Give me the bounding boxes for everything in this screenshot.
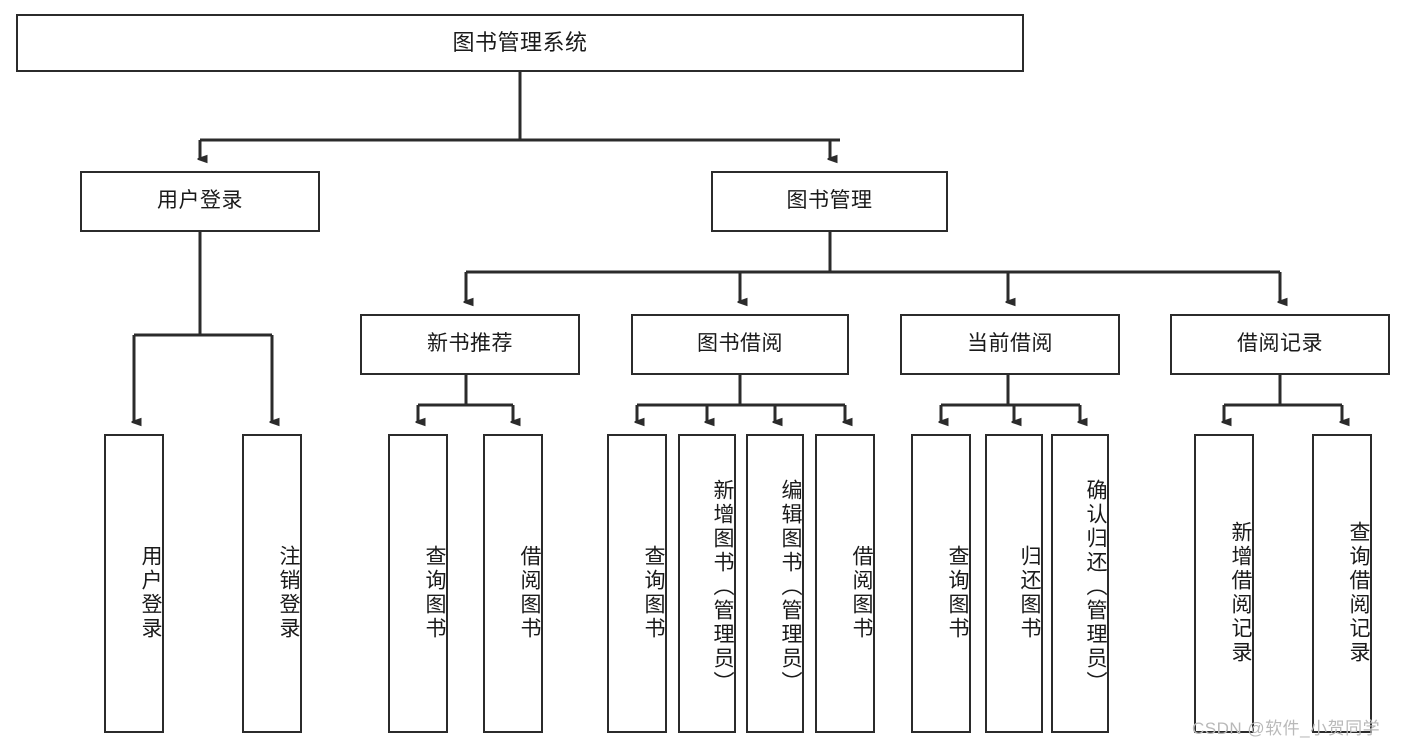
node-root[interactable]: 图书管理系统	[16, 14, 1024, 72]
node-leaf-query-book-3[interactable]: 查询图书	[911, 434, 971, 733]
node-book-management[interactable]: 图书管理	[711, 171, 948, 232]
node-leaf-add-book[interactable]: 新增图书（管理员）	[678, 434, 736, 733]
node-leaf-logout[interactable]: 注销登录	[242, 434, 302, 733]
watermark-text: CSDN @软件_小贺同学	[1192, 719, 1381, 738]
node-leaf-add-record[interactable]: 新增借阅记录	[1194, 434, 1254, 733]
node-leaf-query-book-1[interactable]: 查询图书	[388, 434, 448, 733]
node-leaf-query-book-2[interactable]: 查询图书	[607, 434, 667, 733]
node-leaf-user-login[interactable]: 用户登录	[104, 434, 164, 733]
node-leaf-query-record[interactable]: 查询借阅记录	[1312, 434, 1372, 733]
node-leaf-edit-book[interactable]: 编辑图书（管理员）	[746, 434, 804, 733]
node-borrow-record[interactable]: 借阅记录	[1170, 314, 1390, 375]
node-book-borrow[interactable]: 图书借阅	[631, 314, 849, 375]
node-new-book-recommend[interactable]: 新书推荐	[360, 314, 580, 375]
node-user-login[interactable]: 用户登录	[80, 171, 320, 232]
node-current-borrow[interactable]: 当前借阅	[900, 314, 1120, 375]
node-leaf-confirm-return[interactable]: 确认归还（管理员）	[1051, 434, 1109, 733]
node-leaf-borrow-book-2[interactable]: 借阅图书	[815, 434, 875, 733]
node-leaf-borrow-book-1[interactable]: 借阅图书	[483, 434, 543, 733]
node-leaf-return-book[interactable]: 归还图书	[985, 434, 1043, 733]
